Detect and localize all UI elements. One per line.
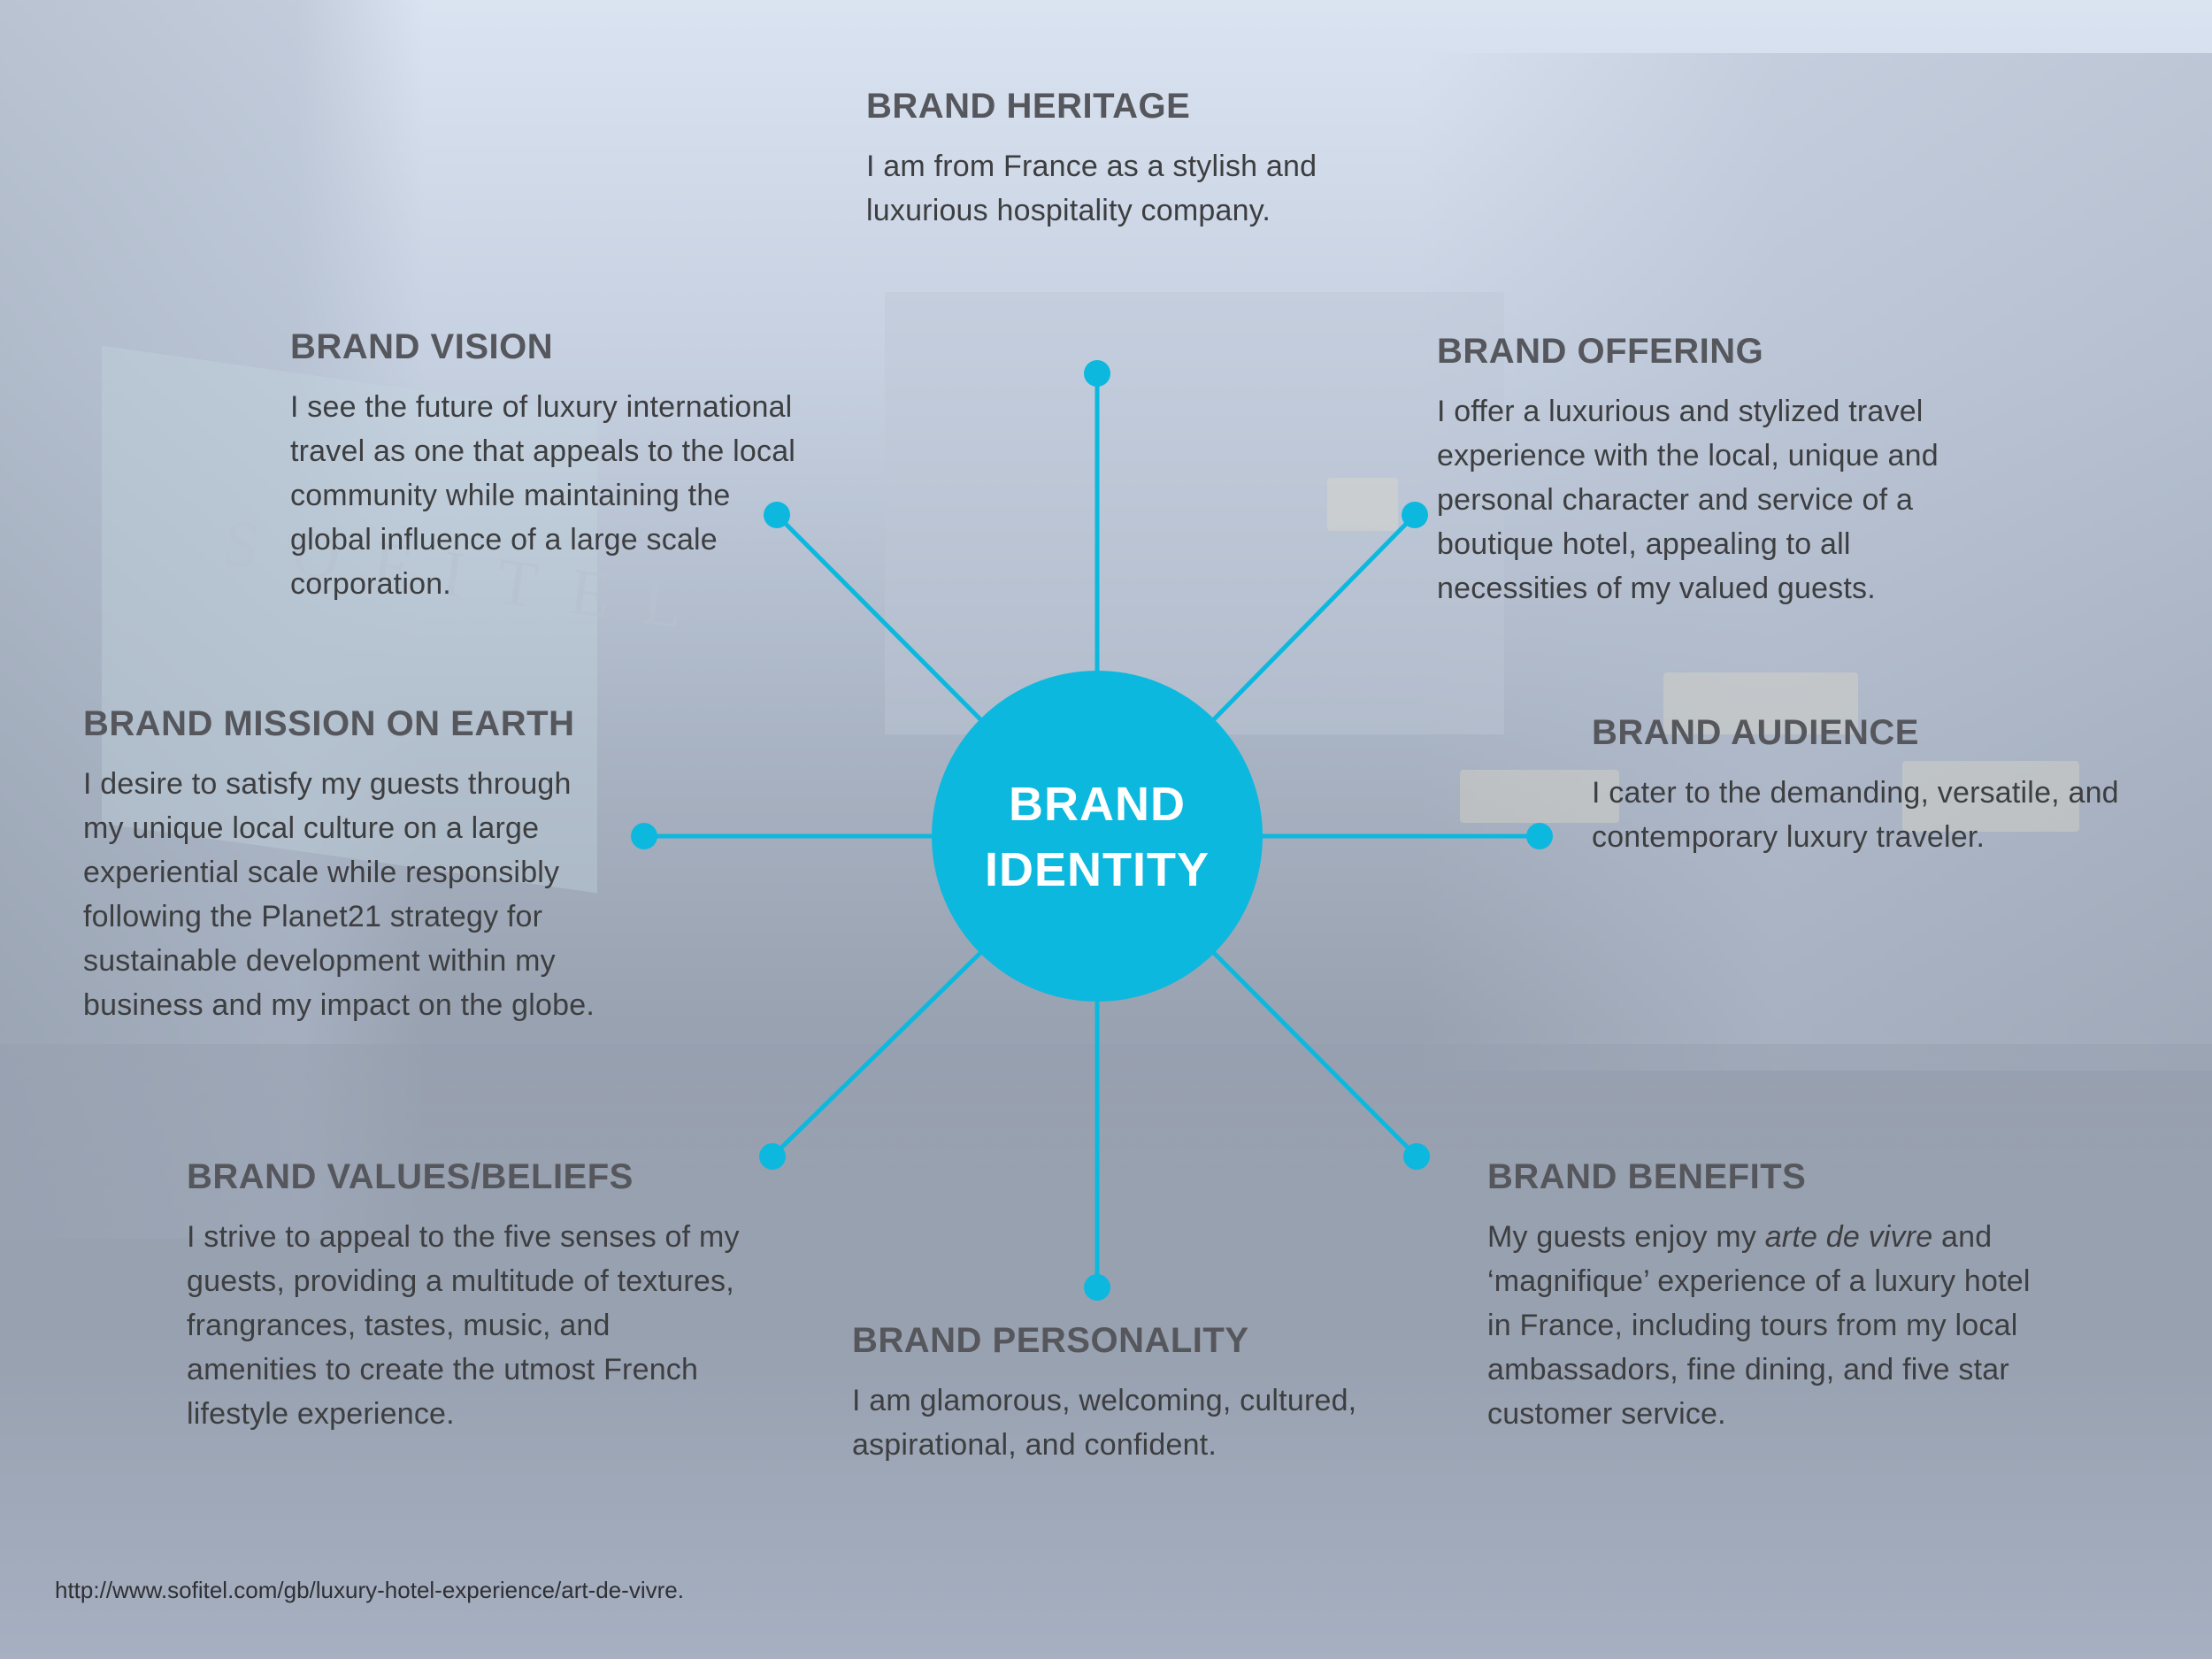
benefits-text: My guests enjoy my arte de vivre and ‘ma… xyxy=(1487,1215,2054,1436)
spokes xyxy=(644,373,1540,1287)
vision-title: BRAND VISION xyxy=(290,327,554,366)
node-vision xyxy=(764,502,790,528)
benefits-title: BRAND BENEFITS xyxy=(1487,1157,1807,1196)
block-benefits: BRAND BENEFITS My guests enjoy my arte d… xyxy=(1487,1157,2054,1436)
heritage-title: BRAND HERITAGE xyxy=(866,87,1191,126)
benefits-text-italic: arte de vivre xyxy=(1764,1220,1933,1254)
mission-title: BRAND MISSION ON EARTH xyxy=(83,704,575,743)
block-values: BRAND VALUES/BELIEFS I strive to appeal … xyxy=(187,1157,744,1436)
vision-text: I see the future of luxury international… xyxy=(290,390,796,601)
benefits-text-end: and ‘magnifique’ experience of a luxury … xyxy=(1487,1220,2031,1431)
personality-title: BRAND PERSONALITY xyxy=(852,1321,1249,1360)
benefits-text-start: My guests enjoy my xyxy=(1487,1220,1765,1254)
node-benefits xyxy=(1403,1143,1430,1170)
block-offering: BRAND OFFERING I offer a luxurious and s… xyxy=(1437,332,1959,611)
center-circle xyxy=(932,671,1263,1002)
personality-text: I am glamorous, welcoming, cultured, asp… xyxy=(852,1384,1357,1462)
source-link[interactable]: http://www.sofitel.com/gb/luxury-hotel-e… xyxy=(55,1577,684,1603)
block-vision: BRAND VISION I see the future of luxury … xyxy=(290,327,808,606)
values-text: I strive to appeal to the five senses of… xyxy=(187,1220,740,1431)
block-personality: BRAND PERSONALITY I am glamorous, welcom… xyxy=(852,1321,1392,1467)
center-label-line1: BRAND xyxy=(1009,778,1186,831)
heritage-text: I am from France as a stylish and luxuri… xyxy=(866,150,1317,227)
spoke-values xyxy=(771,950,983,1158)
node-mission xyxy=(631,823,657,849)
offering-title: BRAND OFFERING xyxy=(1437,332,1764,371)
center-label-line2: IDENTITY xyxy=(984,843,1210,896)
values-title: BRAND VALUES/BELIEFS xyxy=(187,1157,634,1196)
audience-title: BRAND AUDIENCE xyxy=(1592,713,1919,752)
node-audience xyxy=(1526,823,1553,849)
node-offering xyxy=(1402,502,1428,528)
audience-text: I cater to the demanding, versatile, and… xyxy=(1592,776,2119,854)
spoke-offering xyxy=(1211,513,1417,722)
node-heritage xyxy=(1084,360,1110,387)
offering-text: I offer a luxurious and stylized travel … xyxy=(1437,395,1939,605)
node-values xyxy=(759,1143,786,1170)
node-personality xyxy=(1084,1274,1110,1301)
block-heritage: BRAND HERITAGE I am from France as a sty… xyxy=(866,87,1362,233)
mission-text: I desire to satisfy my guests through my… xyxy=(83,767,595,1022)
block-audience: BRAND AUDIENCE I cater to the demanding,… xyxy=(1592,713,2140,859)
block-mission: BRAND MISSION ON EARTH I desire to satis… xyxy=(83,704,605,1027)
spoke-endpoints xyxy=(631,360,1553,1301)
spoke-benefits xyxy=(1211,950,1418,1158)
center-label: BRAND IDENTITY xyxy=(929,772,1265,902)
spoke-vision xyxy=(775,513,983,722)
